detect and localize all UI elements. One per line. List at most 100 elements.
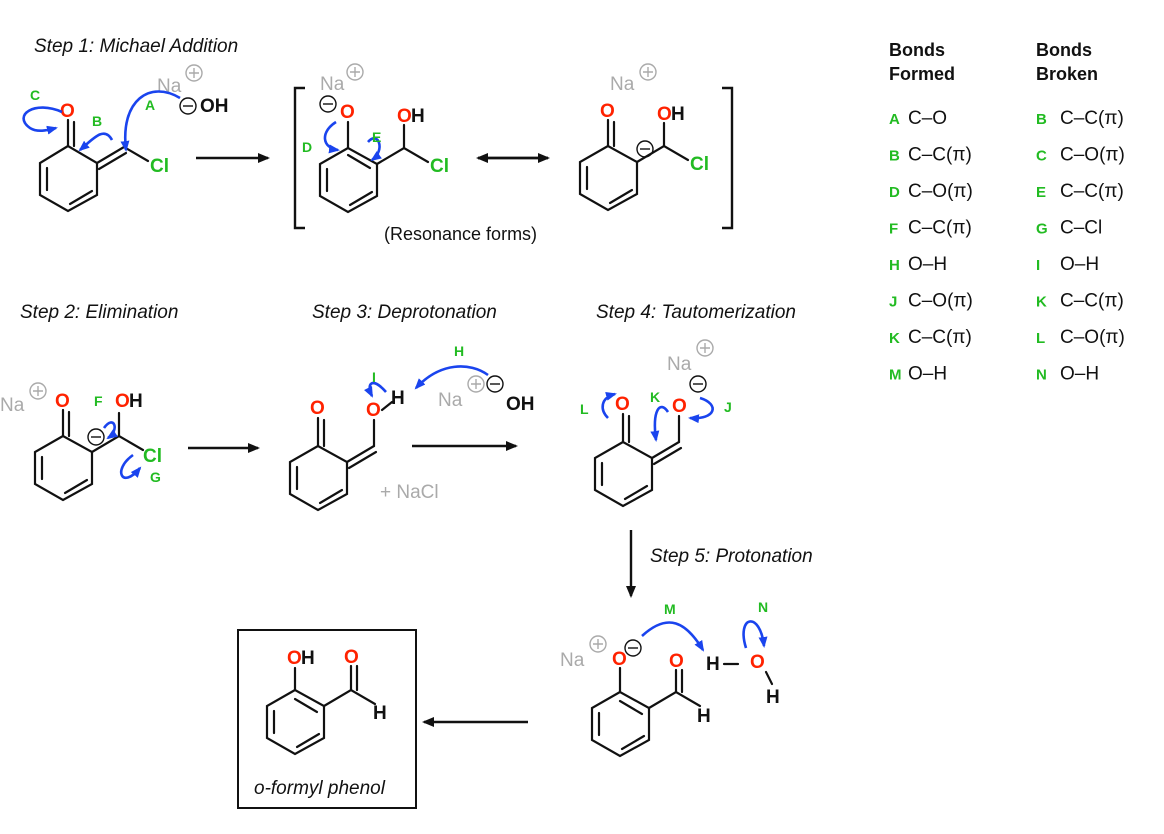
sodium-ion: Na: [560, 650, 585, 671]
label-g: G: [150, 469, 161, 485]
broken-bond: O–H: [1060, 254, 1099, 275]
molecule-product: [265, 664, 377, 756]
label-l: L: [580, 401, 589, 417]
step-4-title: Step 4: Tautomerization: [596, 302, 796, 323]
hydrogen-atom: H: [129, 391, 143, 412]
sodium-ion: Na: [667, 354, 692, 375]
formed-bond: C–O(π): [908, 291, 973, 312]
hydroxide: OH: [506, 394, 535, 415]
broken-letter: L: [1036, 330, 1045, 347]
bracket-right: [722, 86, 734, 230]
label-b: B: [92, 113, 102, 129]
oxygen-atom: O: [115, 391, 130, 412]
hydrogen-atom: H: [697, 706, 711, 727]
molecule-resonance-1: [318, 120, 430, 214]
label-h: H: [454, 343, 464, 359]
broken-letter: G: [1036, 221, 1048, 238]
oxygen-atom: O: [287, 648, 302, 669]
formed-letter: M: [889, 367, 902, 384]
molecule-step-4: [593, 412, 683, 508]
label-a: A: [145, 97, 155, 113]
broken-letter: I: [1036, 257, 1040, 274]
oxygen-atom: O: [615, 394, 630, 415]
molecule-resonance-2: [578, 118, 690, 212]
curly-arrow-n: [742, 620, 768, 649]
formed-bond: C–O: [908, 108, 947, 129]
label-i: I: [372, 369, 376, 385]
oxygen-atom: O: [657, 104, 672, 125]
broken-header-line2: Broken: [1036, 64, 1098, 84]
broken-header-line1: Bonds: [1036, 40, 1092, 60]
hydrogen-atom: H: [301, 648, 315, 669]
oxygen-atom: O: [612, 649, 627, 670]
curly-arrow-j: [688, 396, 714, 424]
nacl-label: + NaCl: [380, 482, 439, 503]
formed-letter: B: [889, 148, 900, 165]
oxygen-atom: O: [750, 652, 765, 673]
curly-arrow-k: [650, 405, 670, 442]
broken-bond: C–C(π): [1060, 108, 1124, 129]
hydrogen-atom: H: [706, 654, 720, 675]
product-name: o-formyl phenol: [254, 778, 386, 799]
broken-letter: B: [1036, 111, 1047, 128]
curly-arrow-i: [363, 381, 387, 398]
curly-arrow-d: [323, 120, 340, 154]
step-1-title: Step 1: Michael Addition: [34, 36, 238, 57]
formed-bond: C–C(π): [908, 327, 972, 348]
formed-letter: F: [889, 221, 898, 238]
molecule-quinone-methide-1: [38, 118, 150, 213]
label-k: K: [650, 389, 660, 405]
formed-letter: H: [889, 257, 900, 274]
molecule-step-2: [33, 408, 145, 502]
curly-arrow-a: [120, 90, 181, 152]
formed-letter: K: [889, 330, 900, 347]
hydrogen-atom: H: [766, 687, 780, 708]
curly-arrow-m: [641, 621, 705, 652]
step-5-title: Step 5: Protonation: [650, 546, 813, 567]
resonance-label: (Resonance forms): [384, 224, 537, 244]
label-c: C: [30, 87, 40, 103]
curly-arrow-h: [414, 365, 489, 390]
oxygen-atom: O: [600, 101, 615, 122]
molecule-step-5: [590, 666, 702, 758]
curly-arrow-c: [22, 106, 63, 135]
chlorine-atom: Cl: [150, 156, 169, 177]
product-box: [237, 629, 417, 809]
bracket-left: [293, 86, 305, 230]
hydrogen-atom: H: [411, 106, 425, 127]
label-d: D: [302, 139, 312, 155]
bonds-table: Bonds Formed Bonds Broken: [889, 40, 1098, 84]
hydrogen-atom: H: [671, 104, 685, 125]
formed-bond: O–H: [908, 254, 947, 275]
oxygen-atom: O: [672, 396, 687, 417]
broken-bond: C–O(π): [1060, 145, 1125, 166]
oxygen-atom: O: [366, 400, 381, 421]
formed-letter: D: [889, 184, 900, 201]
formed-header-line1: Bonds: [889, 40, 945, 60]
broken-letter: E: [1036, 184, 1046, 201]
formed-bond: C–C(π): [908, 218, 972, 239]
chlorine-atom: Cl: [690, 154, 709, 175]
bonds-table-rows: A C–O B C–C(π) D C–O(π) F C–C(π) H O–H J C–O(π) K C–C…: [889, 108, 1125, 385]
hydrogen-atom: H: [373, 703, 387, 724]
broken-letter: K: [1036, 294, 1047, 311]
formed-bond: C–O(π): [908, 181, 973, 202]
broken-bond: C–O(π): [1060, 327, 1125, 348]
oxygen-atom: O: [55, 391, 70, 412]
molecule-step-3: [288, 416, 378, 512]
oxygen-atom: O: [344, 647, 359, 668]
broken-bond: C–Cl: [1060, 218, 1102, 239]
oxygen-atom: O: [310, 398, 325, 419]
oxygen-atom: O: [669, 651, 684, 672]
label-e: E: [372, 129, 381, 145]
label-j: J: [724, 399, 732, 415]
step-3-title: Step 3: Deprotonation: [312, 302, 497, 323]
sodium-ion: Na: [0, 395, 25, 416]
formed-letter: J: [889, 294, 897, 311]
curly-arrow-e: [367, 137, 382, 162]
curly-arrow-l: [601, 391, 617, 419]
hydroxide: OH: [200, 96, 229, 117]
formed-letter: A: [889, 111, 900, 128]
broken-bond: O–H: [1060, 364, 1099, 385]
label-m: M: [664, 601, 676, 617]
